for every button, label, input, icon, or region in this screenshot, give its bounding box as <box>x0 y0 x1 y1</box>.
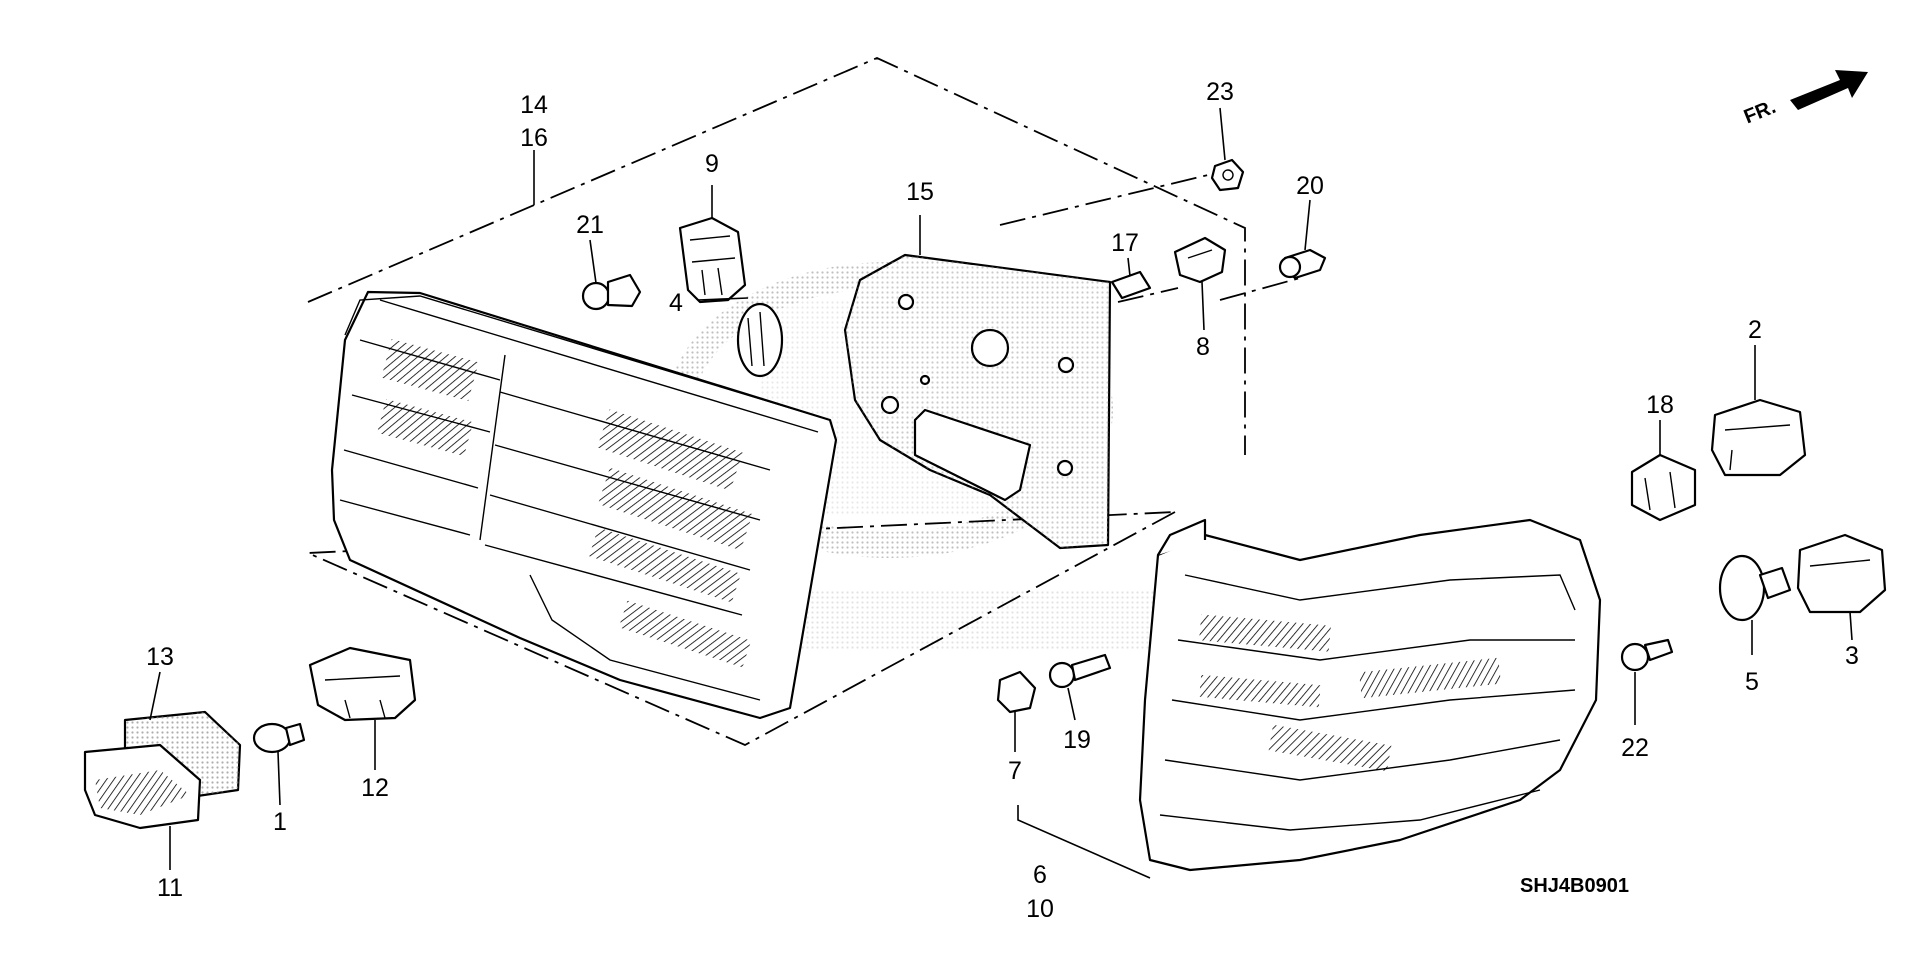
bulb-socket-12 <box>308 646 417 722</box>
bulb-18 <box>1630 453 1697 522</box>
screw-22 <box>1620 638 1674 672</box>
callout-18: 18 <box>1646 391 1674 419</box>
clip-20 <box>1278 248 1327 280</box>
callout-11: 11 <box>157 874 183 902</box>
callout-20: 20 <box>1296 172 1324 200</box>
callout-6: 6 <box>1033 861 1047 889</box>
callout-3: 3 <box>1845 642 1859 670</box>
bulb-socket-8 <box>1173 236 1227 284</box>
bulb-1 <box>252 722 306 754</box>
nut-23 <box>1210 158 1245 192</box>
bulb-4 <box>736 302 784 378</box>
callout-1: 1 <box>273 808 287 836</box>
license-light-11 <box>83 743 202 830</box>
screw-19 <box>1048 653 1112 689</box>
diagram-code: SHJ4B0901 <box>1520 875 1629 897</box>
callout-22: 22 <box>1621 734 1649 762</box>
callout-13: 13 <box>146 643 174 671</box>
callout-5: 5 <box>1745 668 1759 696</box>
leader-lines <box>149 107 1853 879</box>
outer-tail-lamp <box>1138 518 1602 872</box>
callout-23: 23 <box>1206 78 1234 106</box>
callout-2: 2 <box>1748 316 1762 344</box>
callout-9: 9 <box>705 150 719 178</box>
callout-8: 8 <box>1196 333 1210 361</box>
cap-7 <box>996 670 1037 714</box>
bulb-17 <box>1110 270 1152 300</box>
bulb-socket-9 <box>678 216 747 304</box>
bulb-5 <box>1718 554 1792 622</box>
callout-10: 10 <box>1026 895 1054 923</box>
callout-16: 16 <box>520 124 548 152</box>
callout-19: 19 <box>1063 726 1091 754</box>
front-direction-arrow: FR. <box>1741 70 1868 128</box>
callout-4: 4 <box>669 289 683 317</box>
assembly-boundary-right <box>999 174 1301 303</box>
callout-7: 7 <box>1008 757 1022 785</box>
bulb-socket-2 <box>1710 398 1807 477</box>
lamp-base-plate <box>843 253 1112 550</box>
clip-21 <box>581 273 642 311</box>
callout-15: 15 <box>906 178 934 206</box>
callout-17: 17 <box>1111 229 1139 257</box>
callout-12: 12 <box>361 774 389 802</box>
bulb-socket-3 <box>1796 533 1887 614</box>
callout-labels: 14 16 9 21 4 15 23 20 17 8 2 18 3 5 22 1… <box>146 78 1859 923</box>
callout-14: 14 <box>520 91 548 119</box>
direction-label: FR. <box>1741 96 1779 128</box>
inner-tail-lamp <box>330 290 838 720</box>
callout-21: 21 <box>576 211 604 239</box>
